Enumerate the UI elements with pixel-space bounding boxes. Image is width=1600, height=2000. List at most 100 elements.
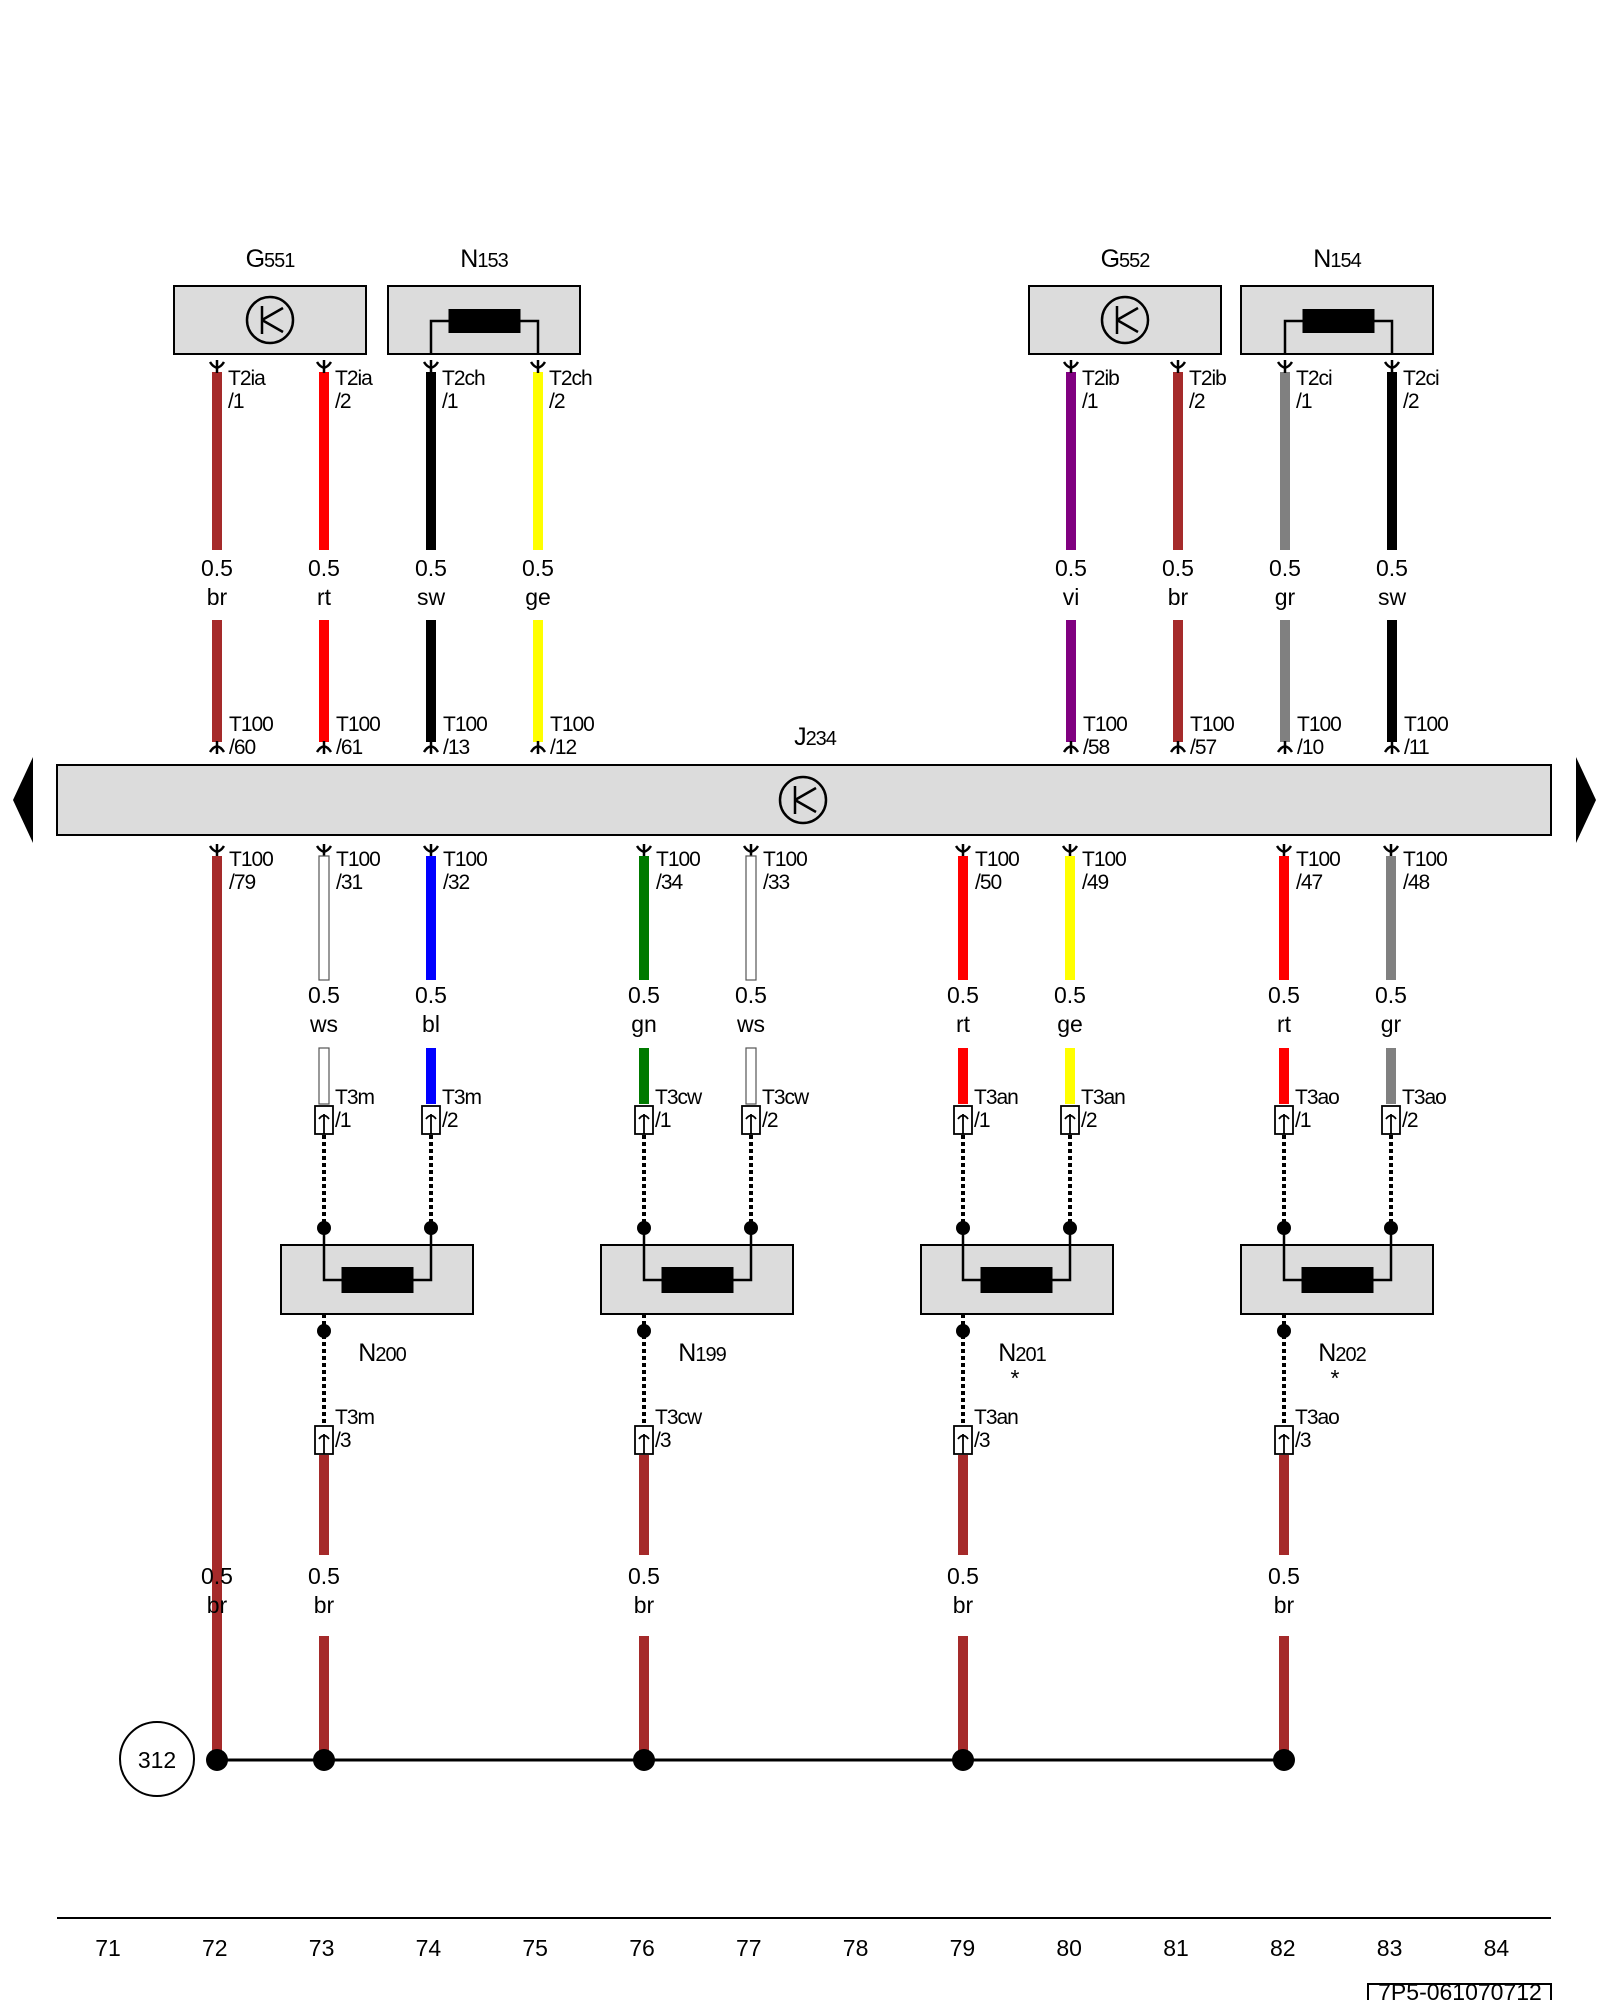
doc-code-box bbox=[1367, 1983, 1552, 2000]
bottom-pin-label-connector: T3m bbox=[442, 1086, 482, 1109]
t100-bottom-label-connector: T100 bbox=[336, 848, 380, 871]
ground-wire-size: 0.5 bbox=[947, 1563, 979, 1589]
top-wire-size: 0.5 bbox=[1055, 555, 1087, 581]
component-label-g552: G552 bbox=[1101, 245, 1151, 273]
top-pin-label-connector: T2ch bbox=[442, 367, 485, 390]
top-wire-color: br bbox=[207, 584, 228, 610]
top-pin-label-pin: /1 bbox=[1082, 390, 1098, 413]
page-continue-right-icon bbox=[1576, 757, 1596, 843]
sensor-symbol-lead bbox=[261, 318, 284, 334]
bottom-wire-color: ge bbox=[1057, 1011, 1083, 1037]
bottom-pin-label-pin: /1 bbox=[974, 1109, 990, 1132]
bottom-pin-label-pin: /2 bbox=[1402, 1109, 1418, 1132]
actuator-pin-label-connector: T3an bbox=[974, 1406, 1018, 1429]
ground-point-circle bbox=[119, 1721, 195, 1797]
bottom-pin-label-connector: T3an bbox=[974, 1086, 1018, 1109]
ground-wire-size: 0.5 bbox=[201, 1563, 233, 1589]
wire-bottom-2 bbox=[318, 1047, 330, 1105]
top-pin-label-pin: /1 bbox=[442, 390, 458, 413]
t100-top-label-connector: T100 bbox=[1190, 713, 1234, 736]
top-pin-label-connector: T2ib bbox=[1082, 367, 1119, 390]
top-pin-label-connector: T2ci bbox=[1403, 367, 1439, 390]
wire-bottom-5 bbox=[745, 1047, 757, 1105]
sensor-symbol-circle bbox=[1100, 295, 1150, 345]
top-wire-size: 0.5 bbox=[1162, 555, 1194, 581]
sensor-symbol-lead bbox=[1116, 318, 1139, 334]
t100-top-label-pin: /58 bbox=[1083, 736, 1110, 759]
top-wire-size: 0.5 bbox=[201, 555, 233, 581]
bottom-pin-label-connector: T3cw bbox=[655, 1086, 703, 1109]
t100-bottom-label-connector: T100 bbox=[1296, 848, 1340, 871]
sensor-symbol-circle bbox=[245, 295, 295, 345]
t100-top-label-pin: /12 bbox=[550, 736, 577, 759]
wire-bottom-2 bbox=[318, 855, 330, 981]
wire-bottom-5 bbox=[745, 855, 757, 981]
t100-bottom-label-pin: /47 bbox=[1296, 871, 1323, 894]
bottom-wire-size: 0.5 bbox=[1054, 982, 1086, 1008]
top-pin-label-pin: /2 bbox=[1403, 390, 1419, 413]
t100-top-label-connector: T100 bbox=[1297, 713, 1341, 736]
column-number: 82 bbox=[1270, 1935, 1296, 1961]
bottom-pin-label-pin: /1 bbox=[655, 1109, 671, 1132]
bottom-pin-label-connector: T3m bbox=[335, 1086, 375, 1109]
bottom-pin-label-connector: T3cw bbox=[762, 1086, 810, 1109]
sensor-symbol-lead bbox=[261, 306, 284, 322]
t100-bottom-label-connector: T100 bbox=[1403, 848, 1447, 871]
control-unit-label: J234 bbox=[794, 723, 837, 751]
top-wire-size: 0.5 bbox=[522, 555, 554, 581]
sensor-icon bbox=[245, 295, 295, 345]
top-wire-size: 0.5 bbox=[1269, 555, 1301, 581]
actuator-note: * bbox=[1331, 1365, 1340, 1391]
top-wire-color: sw bbox=[1378, 584, 1407, 610]
top-pin-label-pin: /1 bbox=[1296, 390, 1312, 413]
t100-bottom-label-pin: /79 bbox=[229, 871, 256, 894]
t100-bottom-label-connector: T100 bbox=[443, 848, 487, 871]
ground-wire-color: br bbox=[1274, 1592, 1295, 1618]
bottom-wire-color: rt bbox=[956, 1011, 971, 1037]
page-continue-left-icon bbox=[13, 757, 33, 843]
t100-bottom-label-pin: /31 bbox=[336, 871, 363, 894]
column-number: 71 bbox=[95, 1935, 121, 1961]
column-number: 83 bbox=[1377, 1935, 1403, 1961]
bottom-pin-label-pin: /2 bbox=[442, 1109, 458, 1132]
bottom-pin-label-connector: T3ao bbox=[1295, 1086, 1339, 1109]
bottom-wire-size: 0.5 bbox=[1375, 982, 1407, 1008]
doc-code: 7P5-061070712 bbox=[1378, 1979, 1542, 2000]
column-number: 80 bbox=[1056, 1935, 1082, 1961]
top-pin-label-pin: /2 bbox=[1189, 390, 1205, 413]
actuator-label-n201: N201 bbox=[998, 1339, 1046, 1367]
top-wire-size: 0.5 bbox=[1376, 555, 1408, 581]
bottom-pin-label-pin: /2 bbox=[762, 1109, 778, 1132]
actuator-note: * bbox=[1011, 1365, 1020, 1391]
t100-top-label-connector: T100 bbox=[1404, 713, 1448, 736]
actuator-label-n200: N200 bbox=[358, 1339, 406, 1367]
t100-bottom-label-connector: T100 bbox=[229, 848, 273, 871]
top-pin-label-connector: T2ia bbox=[228, 367, 266, 390]
sensor-symbol-lead bbox=[794, 798, 817, 814]
ground-wire-color: br bbox=[314, 1592, 335, 1618]
t100-top-label-connector: T100 bbox=[336, 713, 380, 736]
bottom-wire-size: 0.5 bbox=[735, 982, 767, 1008]
bottom-wire-color: gn bbox=[631, 1011, 657, 1037]
top-pin-label-pin: /1 bbox=[228, 390, 244, 413]
top-wire-size: 0.5 bbox=[415, 555, 447, 581]
resistor-icon bbox=[448, 309, 521, 333]
top-wire-color: gr bbox=[1275, 584, 1296, 610]
sensor-symbol-lead bbox=[794, 786, 817, 802]
t100-top-label-connector: T100 bbox=[229, 713, 273, 736]
top-pin-label-connector: T2ia bbox=[335, 367, 373, 390]
t100-bottom-label-connector: T100 bbox=[763, 848, 807, 871]
column-number: 72 bbox=[202, 1935, 228, 1961]
t100-top-label-pin: /60 bbox=[229, 736, 256, 759]
column-number: 79 bbox=[950, 1935, 976, 1961]
ground-wire-size: 0.5 bbox=[308, 1563, 340, 1589]
bottom-wire-color: ws bbox=[736, 1011, 765, 1037]
top-pin-label-connector: T2ci bbox=[1296, 367, 1332, 390]
component-label-g551: G551 bbox=[246, 245, 296, 273]
actuator-pin-label-connector: T3ao bbox=[1295, 1406, 1339, 1429]
t100-top-label-pin: /10 bbox=[1297, 736, 1324, 759]
t100-top-label-pin: /57 bbox=[1190, 736, 1217, 759]
bottom-pin-label-pin: /1 bbox=[1295, 1109, 1311, 1132]
top-wire-color: vi bbox=[1063, 584, 1080, 610]
